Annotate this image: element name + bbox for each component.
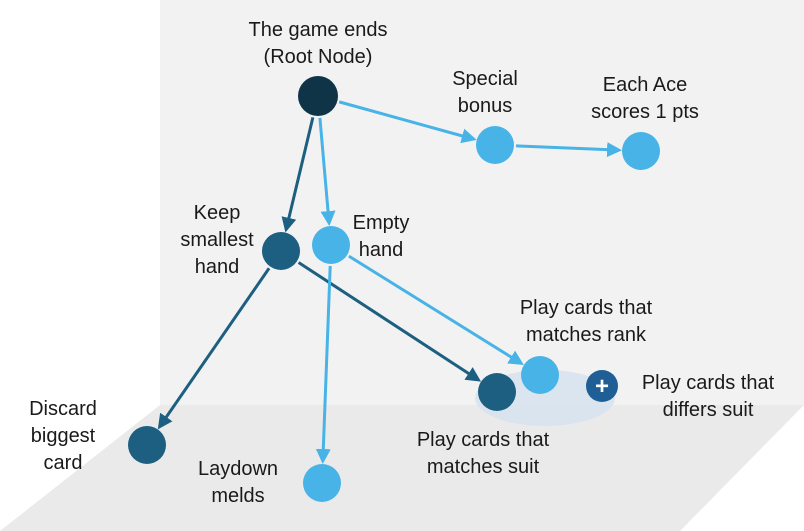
label-play-suit-line-2: matches suit [427,456,540,478]
node-special-bonus[interactable] [476,126,514,164]
label-root-line-1: The game ends [249,19,388,41]
label-discard-biggest-line-2: biggest [31,425,96,447]
node-discard-biggest[interactable] [128,426,166,464]
plus-symbol: + [595,373,609,400]
label-laydown-melds-line-2: melds [211,485,264,507]
nodes-layer [128,76,660,502]
edges-layer [157,100,623,465]
add-differs-suit-button[interactable]: + [586,370,618,402]
label-differs-suit-line-1: Play cards that [642,372,775,394]
label-empty-hand-line-1: Empty [353,212,410,234]
label-keep-smallest-line-2: smallest [180,229,254,251]
back-plane [160,0,804,405]
label-each-ace-line-2: scores 1 pts [591,101,699,123]
labels-layer: The game ends (Root Node) Special bonus Each… [29,19,774,507]
label-special-bonus-line-1: Special [452,68,518,90]
label-discard-biggest-line-1: Discard [29,398,97,420]
label-keep-smallest-line-1: Keep [194,202,241,224]
node-play-suit[interactable] [478,373,516,411]
node-laydown-melds[interactable] [303,464,341,502]
label-discard-biggest-line-3: card [44,452,83,474]
edge-empty-hand-to-laydown-melds [315,265,332,465]
plus-icon [586,370,618,402]
edge-root-to-special-bonus [338,100,477,144]
node-play-rank[interactable] [521,356,559,394]
label-play-suit-line-1: Play cards that [417,429,550,451]
label-differs-suit-line-2: differs suit [663,399,754,421]
label-keep-smallest-line-3: hand [195,256,240,278]
label-laydown-melds-line-1: Laydown [198,458,278,480]
label-special-bonus-line-2: bonus [458,95,513,117]
label-root-line-2: (Root Node) [264,46,373,68]
edge-empty-hand-to-play-rank [348,254,524,365]
label-play-rank-line-1: Play cards that [520,297,653,319]
edge-root-to-keep-smallest [281,117,315,233]
node-empty-hand[interactable] [312,226,350,264]
node-keep-smallest[interactable] [262,232,300,270]
label-each-ace-line-1: Each Ace [603,74,688,96]
node-root[interactable] [298,76,338,116]
floor-plane [0,405,804,531]
node-each-ace[interactable] [622,132,660,170]
edge-root-to-empty-hand [318,117,336,227]
edge-keep-smallest-to-discard-biggest [157,267,271,430]
label-empty-hand-line-2: hand [359,239,404,261]
label-play-rank-line-2: matches rank [526,324,647,346]
edge-special-bonus-to-each-ace [515,142,623,158]
